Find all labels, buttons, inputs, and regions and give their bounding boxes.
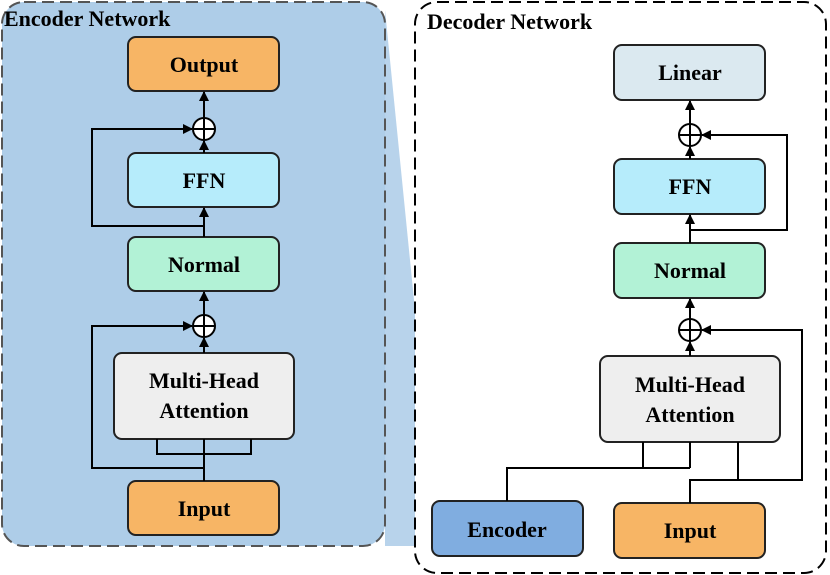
encoder-title: Encoder Network [4,6,171,31]
decoder-attention-label-2: Attention [645,402,734,427]
encoder-output-label: Output [170,52,239,77]
encoder-attention-label-1: Multi-Head [149,368,259,393]
add-circle-icon [192,117,216,141]
decoder-network: Linear FFN Normal Multi-Head Attention E… [431,44,803,559]
encoder-network: Output FFN Normal Multi-Head Attention I… [91,36,295,536]
decoder-input-label: Input [664,518,717,543]
decoder-residual-upper [690,130,788,231]
add-circle-icon [678,123,702,147]
decoder-normal-label: Normal [654,258,726,283]
decoder-linear-label: Linear [658,60,722,85]
add-circle-icon [678,318,702,342]
decoder-residual-lower [689,325,803,503]
add-circle-icon [192,314,216,338]
encoder-normal-label: Normal [168,252,240,277]
encoder-attention-label-2: Attention [159,398,248,423]
encoder-ffn-label: FFN [183,168,226,193]
decoder-ffn-label: FFN [669,174,712,199]
encoder-input-label: Input [178,496,231,521]
decoder-attention-box [599,355,781,443]
encoder-residual-upper [91,124,204,227]
encoder-residual-lower [91,321,205,481]
encoder-attention-box [113,352,295,440]
encoder-attention-fork [156,439,252,455]
decoder-attention-label-1: Multi-Head [635,372,745,397]
decoder-encoder-label: Encoder [467,517,547,542]
decoder-encoder-feed [506,442,644,501]
decoder-title: Decoder Network [427,9,593,34]
